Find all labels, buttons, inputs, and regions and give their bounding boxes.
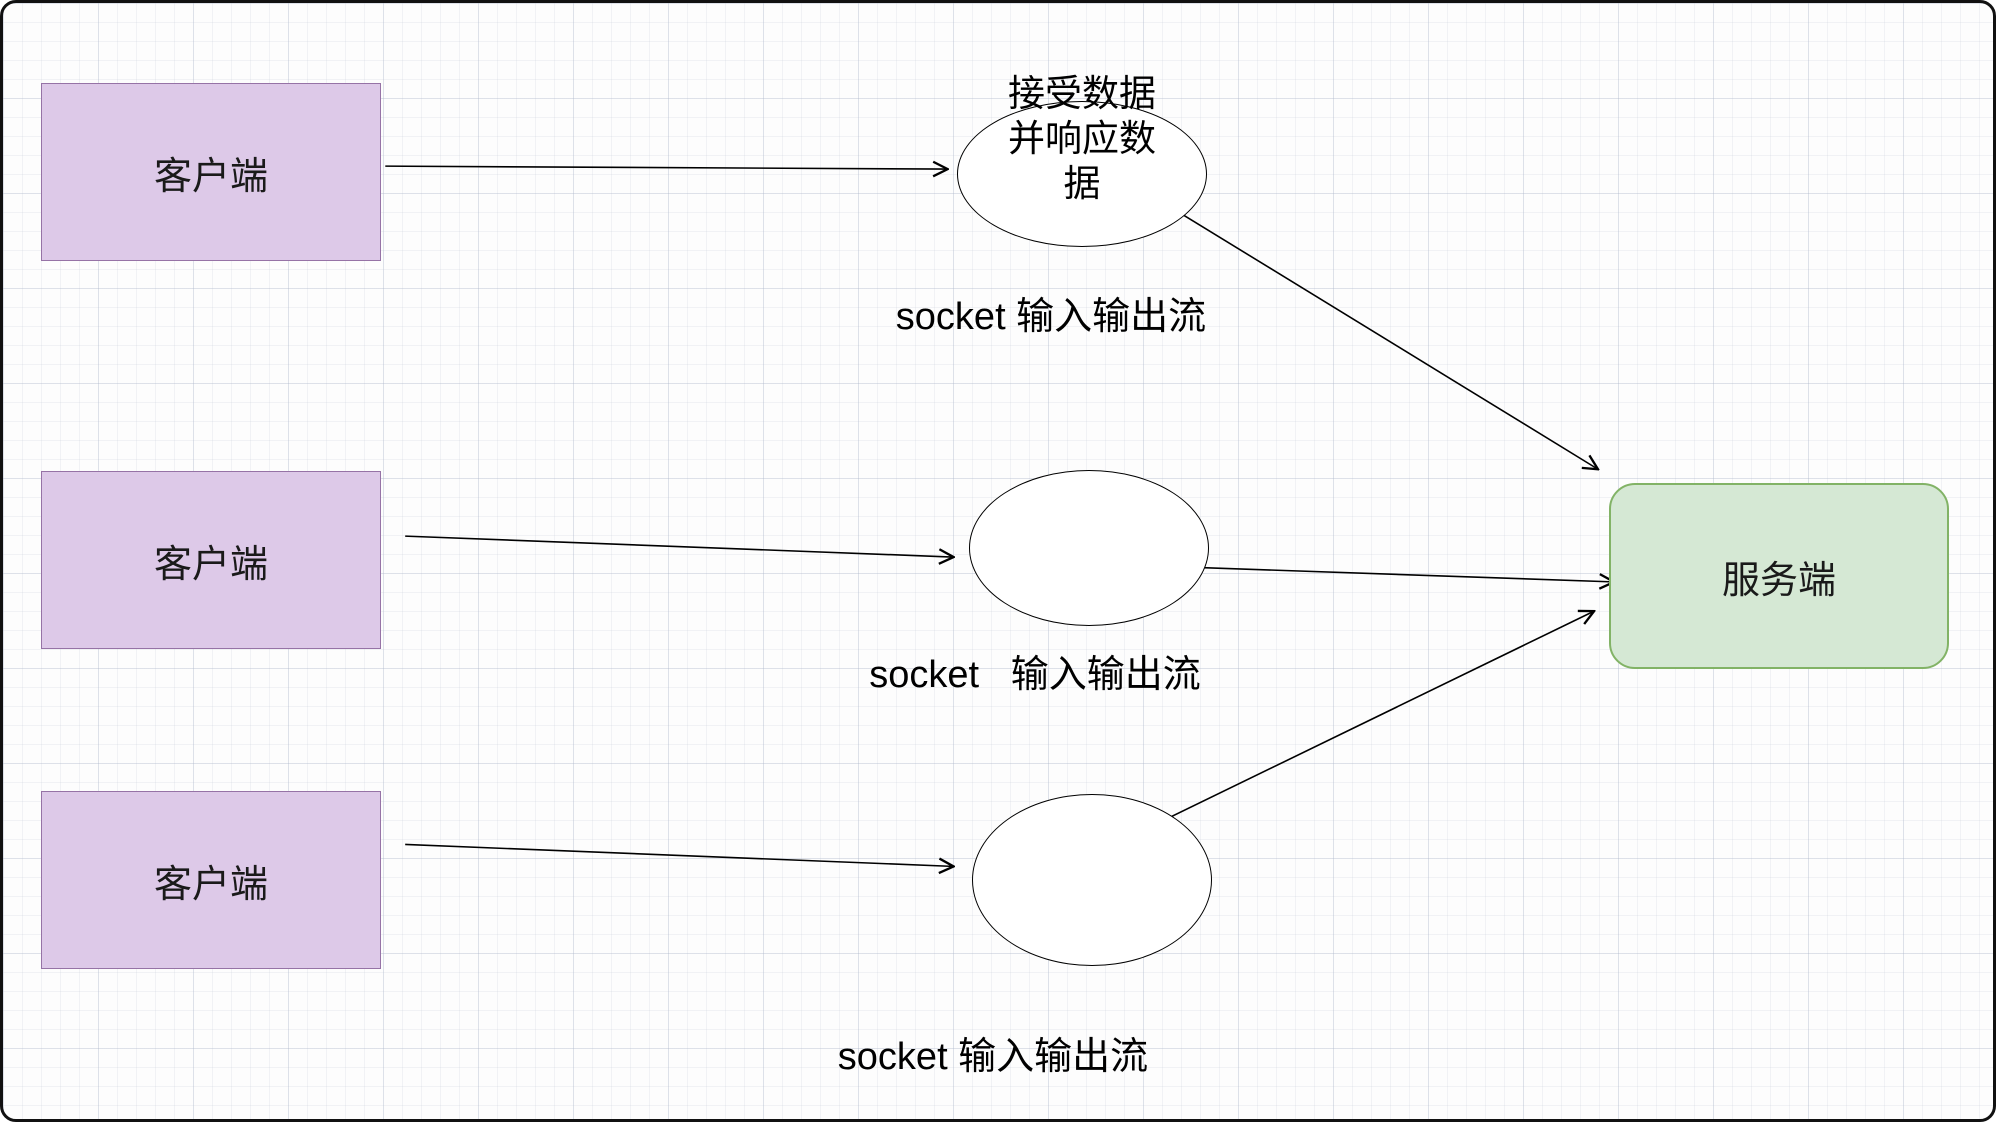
client-node-1[interactable]: 客户端 xyxy=(41,83,381,261)
socket-ellipse-1-label: 接受数据 并响应数 据 xyxy=(1008,73,1156,204)
socket-caption-1: socket 输入输出流 xyxy=(895,296,1207,338)
server-node-label: 服务端 xyxy=(1721,559,1836,602)
client-node-3-label: 客户端 xyxy=(153,863,268,906)
socket-ellipse-3[interactable] xyxy=(972,794,1212,966)
socket-caption-2: socket 输入输出流 xyxy=(869,654,1201,696)
client-node-3[interactable]: 客户端 xyxy=(41,791,381,969)
socket-ellipse-2[interactable] xyxy=(969,470,1209,626)
socket-ellipse-1[interactable] xyxy=(957,101,1207,247)
server-node[interactable]: 服务端 xyxy=(1609,483,1949,669)
arrow-client2-to-socket2 xyxy=(405,535,952,557)
client-node-2-label: 客户端 xyxy=(153,543,268,586)
socket-caption-3: socket 输入输出流 xyxy=(837,1036,1149,1078)
client-node-1-label: 客户端 xyxy=(153,155,268,198)
arrow-client3-to-socket3 xyxy=(405,843,952,866)
arrow-client1-to-socket1 xyxy=(385,166,946,169)
client-node-2[interactable]: 客户端 xyxy=(41,471,381,649)
